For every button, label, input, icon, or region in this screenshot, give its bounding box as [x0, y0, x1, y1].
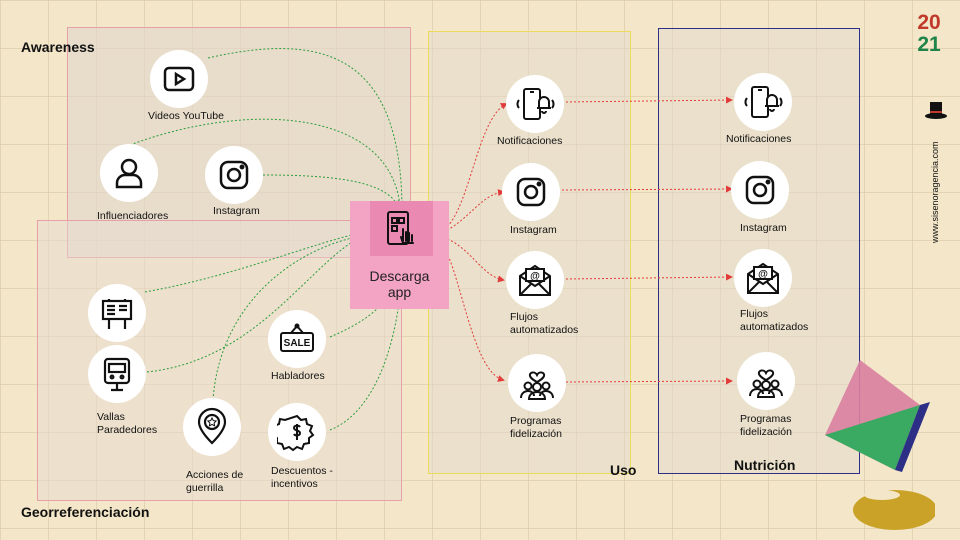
edge-youtube-descarga [207, 48, 406, 208]
email-icon: @ [734, 249, 792, 307]
nutricion-title: Nutrición [734, 457, 796, 473]
uso-title: Uso [610, 462, 637, 478]
vallas-label: Vallas Paradedores [97, 411, 158, 436]
videos-youtube-label: Videos YouTube [148, 110, 224, 122]
descarga-app-label: Descarga app [369, 268, 430, 300]
edge-descarga-uso-flujos [439, 235, 505, 283]
georreferenciacion-title: Georreferenciación [21, 504, 150, 520]
svg-text:@: @ [530, 271, 540, 282]
edge-instagram [561, 185, 733, 193]
svg-text:@: @ [758, 269, 768, 280]
edge-notificaciones [565, 96, 733, 104]
tap-phone-icon [370, 201, 433, 256]
discount-badge-icon [268, 403, 326, 461]
instagram-icon [731, 161, 789, 219]
edge-paradero-descarga [146, 232, 368, 373]
instagram-awareness-label: Instagram [213, 205, 260, 217]
website-text: www.sisenoragencia.com [930, 141, 940, 243]
phone-notification-icon [506, 75, 564, 133]
year-bottom: 21 [917, 33, 941, 56]
community-heart-icon [737, 352, 795, 410]
edge-programas [565, 377, 733, 385]
uso-flujos-label: Flujos automatizados [510, 311, 579, 336]
billboard-icon [88, 284, 146, 342]
descuentos-label: Descuentos - incentivos [271, 465, 333, 490]
nut-instagram-label: Instagram [740, 222, 787, 234]
nut-programas-label: Programas fidelización [740, 413, 792, 438]
location-pin-icon [183, 398, 241, 456]
bus-stop-icon [88, 345, 146, 403]
uso-notificaciones-label: Notificaciones [497, 135, 563, 147]
instagram-icon [205, 146, 263, 204]
year-top: 20 [917, 11, 941, 34]
nut-notificaciones-label: Notificaciones [726, 133, 792, 145]
influenciadores-label: Influenciadores [97, 210, 169, 222]
nut-flujos-label: Flujos automatizados [740, 308, 809, 333]
instagram-icon [502, 163, 560, 221]
uso-programas-label: Programas fidelización [510, 415, 562, 440]
edge-flujos [565, 273, 733, 281]
decorative-shape [825, 360, 935, 530]
awareness-title: Awareness [21, 39, 95, 55]
habladores-label: Habladores [271, 370, 325, 382]
svg-text:SALE: SALE [284, 338, 311, 349]
top-hat-icon [924, 100, 948, 125]
email-icon: @ [506, 251, 564, 309]
edge-descarga-uso-instagram [439, 189, 505, 235]
acciones-label: Acciones de guerrilla [186, 469, 244, 494]
year-logo: 20 21 [917, 12, 941, 56]
sale-sign-icon: SALE [268, 310, 326, 368]
community-heart-icon [508, 354, 566, 412]
phone-notification-icon [734, 73, 792, 131]
youtube-icon [150, 50, 208, 108]
edge-instagram-descarga [262, 174, 399, 208]
uso-instagram-label: Instagram [510, 224, 557, 236]
edge-billboard-descarga [144, 229, 368, 293]
edge-influenciadores-descarga [129, 118, 403, 208]
edge-guerrilla-descarga [212, 232, 369, 401]
person-icon [100, 144, 158, 202]
